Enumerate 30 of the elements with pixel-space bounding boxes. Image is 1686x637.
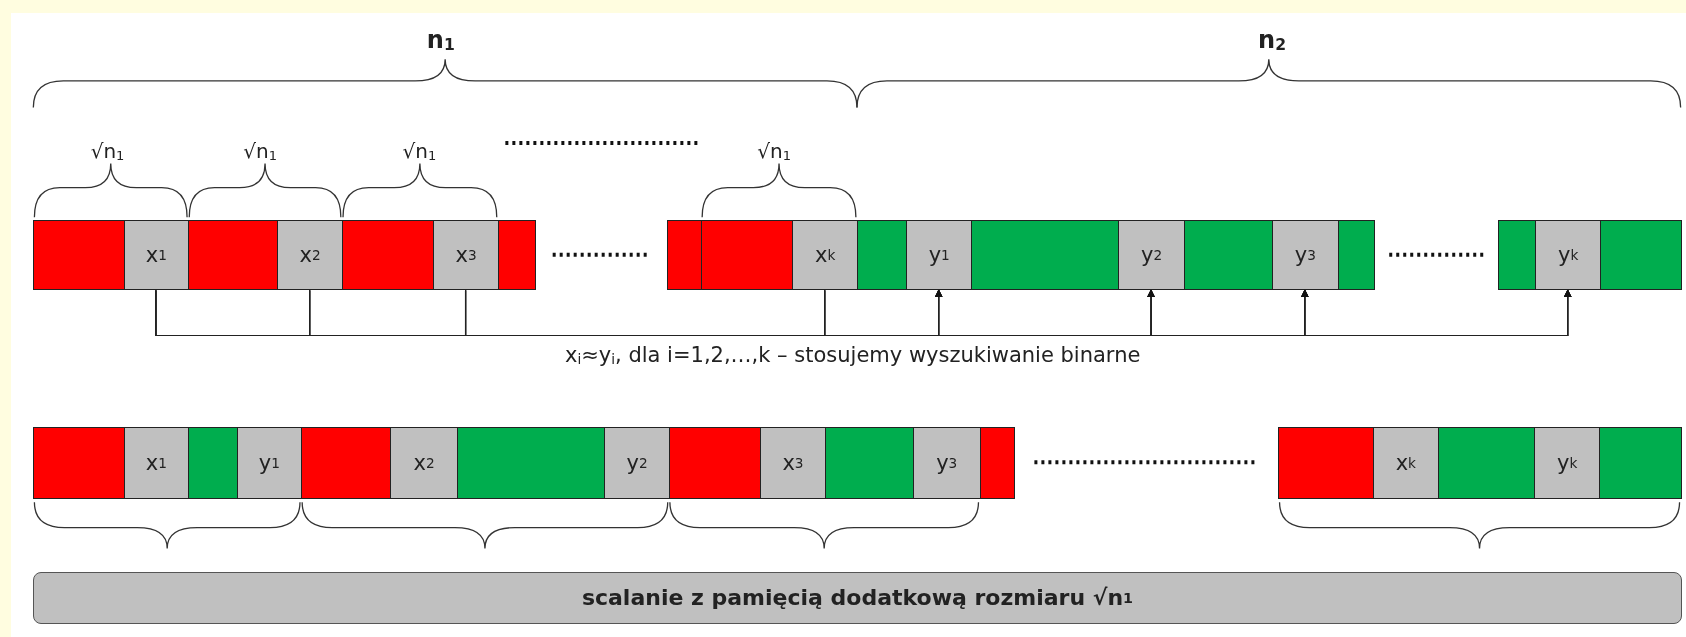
array-segment: [1437, 426, 1536, 499]
caption-text: x$_{i}$≈y$_{i}$, dla i=1,2,…,k – stosujemy wyszukiwanie binarne: [565, 343, 1141, 368]
array-segment: [666, 220, 703, 291]
array-segment: [856, 220, 908, 291]
array-segment: [33, 426, 125, 499]
array-segment: [188, 220, 279, 291]
block-size-label: √n$_{1}$: [402, 139, 437, 164]
array-segment: [1599, 220, 1682, 291]
size-label: n$_{2}$: [1258, 26, 1286, 55]
array-segment: [188, 426, 238, 499]
array-segment: [668, 426, 762, 499]
array-segment: [456, 426, 606, 499]
array-segment: [341, 220, 435, 291]
array-segment: [824, 426, 914, 499]
array-segment: [1183, 220, 1273, 291]
array-segment: [1497, 220, 1537, 291]
array-segment: [301, 426, 392, 499]
array-segment: [1598, 426, 1682, 499]
block-size-label: √n$_{1}$: [90, 139, 125, 164]
array-segment: [33, 220, 125, 291]
array-segment: [979, 426, 1015, 499]
connector-arrow: [824, 289, 1572, 337]
array-segment: [970, 220, 1120, 291]
block-size-label: √n$_{1}$: [243, 139, 278, 164]
array-segment: [1337, 220, 1376, 291]
block-size-label: √n$_{1}$: [757, 139, 791, 164]
array-segment: [1278, 426, 1375, 499]
size-label: n$_{1}$: [426, 26, 455, 55]
array-segment: [497, 220, 537, 291]
array-segment: [701, 220, 794, 291]
